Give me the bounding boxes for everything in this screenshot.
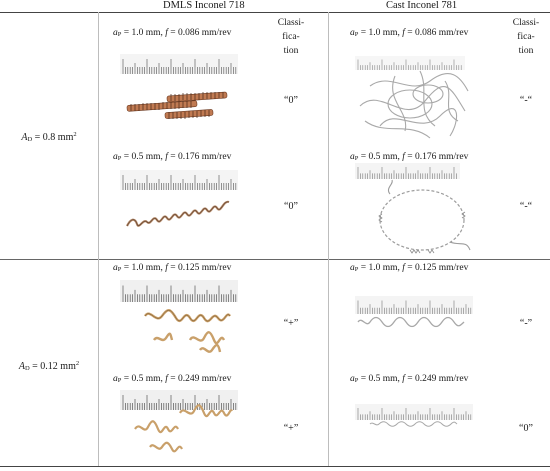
ring-chip-image	[378, 179, 471, 254]
column-divider-label	[98, 12, 99, 466]
helical-chip-image	[369, 421, 458, 427]
header-cast: Cast Inconel 781	[386, 0, 458, 11]
area-symbol: A	[18, 361, 25, 372]
row-divider	[0, 259, 550, 260]
ruler-image	[355, 56, 465, 70]
classification-value: “-”	[519, 318, 533, 329]
condition-label: aP = 1.0 mm, f = 0.125 mm/rev	[113, 263, 232, 273]
ruler-image	[120, 390, 238, 410]
classification-header-cast: Classi- fica- tion	[512, 18, 540, 56]
condition-label: aP = 1.0 mm, f = 0.086 mm/rev	[113, 28, 232, 38]
ruler-image	[120, 54, 238, 74]
condition-label: aP = 0.5 mm, f = 0.176 mm/rev	[350, 152, 469, 162]
row-label-area-0.8: AD = 0.8 mm2	[0, 131, 98, 143]
condition-label: aP = 0.5 mm, f = 0.176 mm/rev	[113, 152, 232, 162]
area-superscript: 2	[75, 360, 80, 367]
tangled-ribbon-chip-image	[359, 70, 469, 139]
helical-chip-image	[143, 309, 231, 353]
segmented-chip-image	[126, 91, 228, 119]
area-subscript: D	[27, 136, 33, 143]
helical-chip-image	[134, 404, 233, 453]
ruler-image	[355, 163, 460, 179]
area-subscript: D	[24, 365, 30, 372]
classification-header-dmls: Classi- fica- tion	[277, 18, 305, 56]
ruler-image	[355, 296, 473, 314]
helical-chip-image	[357, 316, 465, 328]
column-divider-material	[328, 12, 329, 466]
helical-chip-image	[126, 200, 230, 227]
ruler-image	[120, 280, 238, 302]
classification-value: “0”	[519, 423, 533, 434]
ruler-image	[120, 170, 238, 190]
classification-value: “0”	[284, 201, 298, 212]
condition-label: aP = 0.5 mm, f = 0.249 mm/rev	[113, 374, 232, 384]
table-top-rule	[0, 12, 550, 13]
area-value: = 0.8 mm	[32, 132, 74, 143]
condition-label: aP = 1.0 mm, f = 0.125 mm/rev	[350, 263, 469, 273]
classification-value: “+”	[283, 318, 299, 329]
table-bottom-rule	[0, 466, 550, 467]
ruler-image	[355, 404, 473, 420]
header-dmls: DMLS Inconel 718	[163, 0, 245, 11]
classification-value: “-“	[519, 201, 533, 212]
condition-label: aP = 0.5 mm, f = 0.249 mm/rev	[350, 374, 469, 384]
classification-value: “-“	[519, 95, 533, 106]
area-superscript: 2	[73, 131, 77, 138]
row-label-area-0.12: AD = 0.12 mm2	[0, 360, 98, 372]
area-value: = 0.12 mm	[29, 361, 76, 372]
condition-label: aP = 1.0 mm, f = 0.086 mm/rev	[350, 28, 469, 38]
classification-value: “+”	[283, 423, 299, 434]
classification-value: “0”	[284, 95, 298, 106]
area-symbol: A	[21, 132, 28, 143]
